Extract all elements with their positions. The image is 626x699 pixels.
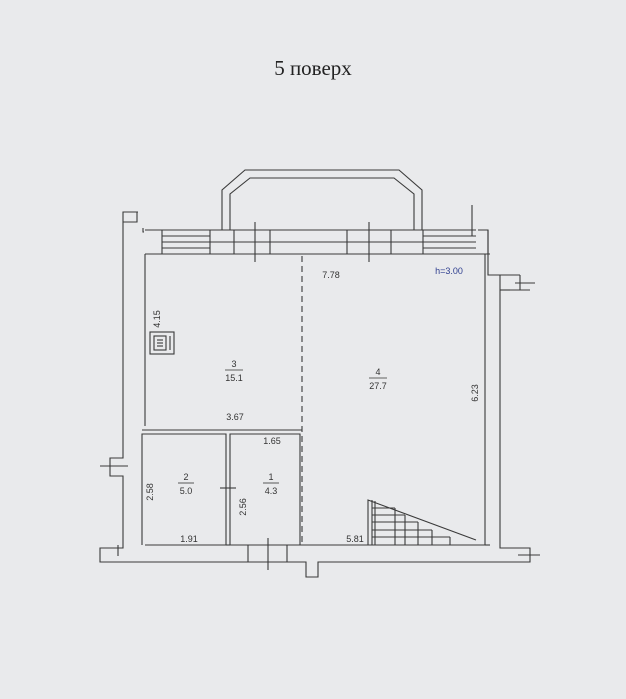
staircase [367, 499, 477, 545]
room-3-label: 3 15.1 [225, 359, 243, 383]
room-4-number: 4 [375, 367, 380, 377]
room-2-number: 2 [183, 472, 188, 482]
room-1-label: 1 4.3 [263, 472, 279, 496]
dim-room2-height: 2.58 [145, 483, 155, 501]
room-3-area: 15.1 [225, 373, 243, 383]
dim-room3-height: 4.15 [152, 310, 162, 328]
vent-icon [149, 331, 175, 355]
inner-partitions [141, 429, 485, 570]
room-4-area: 27.7 [369, 381, 387, 391]
dim-room1-height: 2.56 [238, 498, 248, 516]
outer-walls [99, 211, 531, 578]
room-3-number: 3 [231, 359, 236, 369]
dim-room4-bottom-width: 5.81 [346, 534, 364, 544]
dim-room1-width: 1.65 [263, 436, 281, 446]
ceiling-height: h=3.00 [435, 266, 463, 276]
room-4-label: 4 27.7 [369, 367, 387, 391]
dim-room2-width: 1.91 [180, 534, 198, 544]
dim-room4-height: 6.23 [470, 384, 480, 402]
north-window-strip [162, 222, 476, 262]
room-1-number: 1 [268, 472, 273, 482]
floor-title: 5 поверх [274, 56, 352, 80]
room-1-area: 4.3 [265, 486, 278, 496]
dim-room3-width: 3.67 [226, 412, 244, 422]
door-ticks [100, 205, 540, 556]
dim-top-width: 7.78 [322, 270, 340, 280]
bay-window [221, 169, 423, 230]
room-2-label: 2 5.0 [178, 472, 194, 496]
room-2-area: 5.0 [180, 486, 193, 496]
